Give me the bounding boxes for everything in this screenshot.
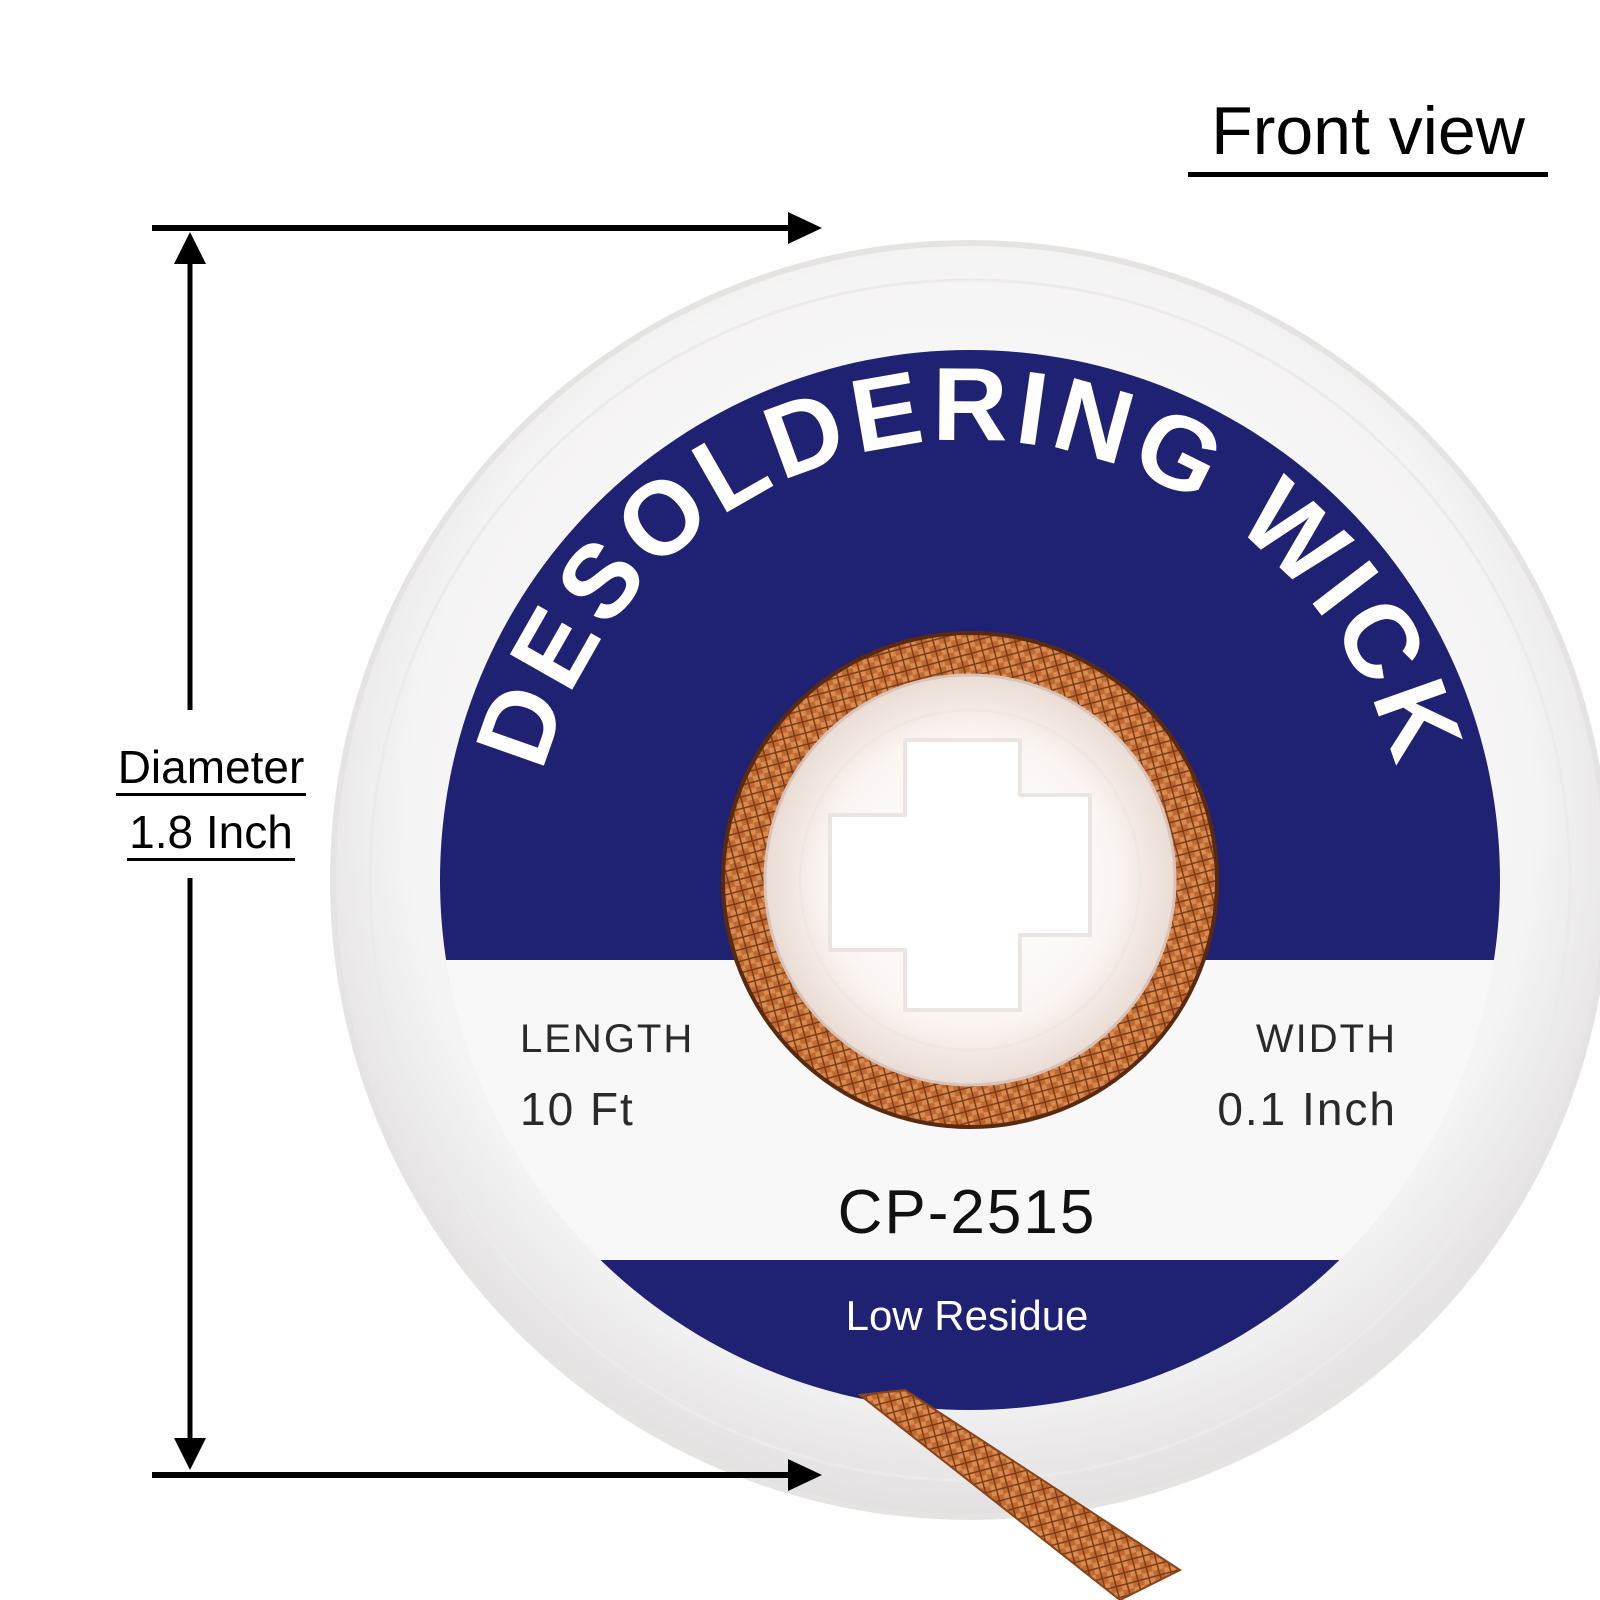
hub-cross-hole xyxy=(828,738,1092,1012)
footer-text: Low Residue xyxy=(846,1292,1089,1339)
front-view-heading: Front view xyxy=(1188,92,1548,177)
diameter-value: 1.8 Inch xyxy=(98,805,324,861)
wick-tail xyxy=(857,1388,1183,1600)
dimension-annotation xyxy=(152,212,822,1491)
diameter-label: Diameter xyxy=(98,740,324,796)
model-number: CP-2515 xyxy=(838,1178,1097,1247)
diameter-label-text: Diameter xyxy=(115,741,307,796)
width-label: WIDTH xyxy=(1256,1017,1397,1061)
length-value: 10 Ft xyxy=(520,1083,635,1135)
diameter-value-text: 1.8 Inch xyxy=(127,806,295,861)
length-label: LENGTH xyxy=(520,1017,694,1061)
width-value: 0.1 Inch xyxy=(1217,1083,1397,1135)
